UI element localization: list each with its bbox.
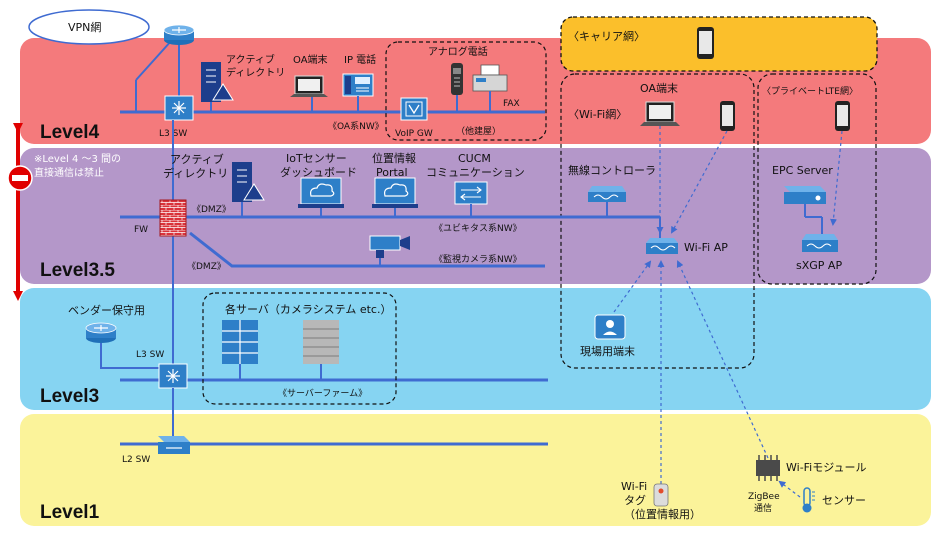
server-rack-icon-2 (303, 320, 339, 364)
dmz-label-2: 《DMZ》 (187, 261, 226, 272)
wifi-smartphone-icon (720, 101, 735, 131)
active-directory-icon-l35 (232, 162, 265, 202)
vendor-router-icon (85, 322, 117, 343)
wifi-tag-label-line1: Wi-Fi (621, 480, 647, 493)
zigbee-label-line2: 通信 (754, 502, 772, 514)
sxgp-label: sXGP AP (796, 259, 842, 272)
l2-switch-icon (158, 436, 190, 454)
portal-label-line1: 位置情報 (372, 151, 416, 165)
vpn-label: VPN網 (68, 20, 101, 34)
voip-gateway-icon (400, 97, 428, 121)
level35-label: Level3.5 (40, 260, 115, 281)
active-directory-icon (201, 62, 234, 102)
server-farm-box (202, 292, 397, 405)
ip-phone-icon (342, 73, 374, 97)
l35-ad-label-line2: ディレクトリ (163, 166, 228, 180)
other-building-label: （他建屋） (456, 125, 501, 137)
level1-band (20, 414, 931, 526)
lte-smartphone-icon (835, 101, 850, 131)
iot-dashboard-icon (298, 177, 344, 208)
controller-label: 無線コントローラ (568, 163, 656, 177)
fax-label: FAX (503, 99, 520, 109)
wireless-controller-icon (588, 186, 626, 202)
l4-ad-label-line2: ディレクトリ (226, 66, 285, 79)
wifi-ap-icon (646, 238, 678, 254)
wifi-tag-label-line2: タグ (624, 493, 646, 507)
level1-label: Level1 (40, 502, 100, 523)
analog-phone-label: アナログ電話 (428, 45, 488, 58)
camera-icon (369, 235, 410, 258)
servers-label: 各サーバ（カメラシステム etc.） (225, 302, 391, 316)
carrier-smartphone-icon (697, 27, 714, 59)
firewall-icon (159, 199, 187, 237)
position-portal-icon (372, 177, 418, 208)
thermometer-icon (802, 487, 815, 513)
site-terminal-icon (594, 314, 626, 340)
dmz-label-1: 《DMZ》 (192, 204, 231, 215)
sensor-label: センサー (822, 494, 866, 507)
router-icon (163, 24, 195, 45)
vpn-bubble (28, 9, 150, 45)
cucm-label-line2: コミュニケーション (426, 166, 525, 179)
wifi-tag-label-line3: （位置情報用） (624, 507, 701, 521)
voip-gw-label: VoIP GW (395, 129, 433, 139)
fw-label: FW (134, 225, 148, 235)
analog-phone-box (385, 41, 547, 141)
level4-label: Level4 (40, 122, 100, 143)
carrier-network-box (560, 16, 878, 72)
wifi-network-box (560, 73, 755, 369)
l3-l3sw-label: L3 SW (136, 350, 164, 360)
level3-band (20, 288, 931, 410)
camera-network-line (189, 231, 545, 268)
cucm-label-line1: CUCM (458, 152, 491, 165)
cucm-icon (454, 181, 488, 205)
site-terminal-label: 現場用端末 (580, 344, 635, 358)
wifi-laptop-icon (640, 101, 680, 126)
camera-nw-label: 《監視カメラ系NW》 (434, 253, 522, 265)
wifi-ap-label: Wi-Fi AP (684, 241, 728, 254)
iot-label-line1: IoTセンサー (286, 152, 347, 165)
epc-label: EPC Server (772, 164, 833, 177)
wifi-title: 〈Wi-Fi網〉 (568, 107, 627, 121)
vendor-label: ベンダー保守用 (68, 303, 145, 317)
l4-ip-phone-label: IP 電話 (344, 53, 376, 66)
no-entry-icon (7, 165, 33, 191)
wifi-oa-terminal-label: OA端末 (640, 81, 678, 95)
wifi-tag-icon (653, 483, 669, 507)
fax-icon (472, 64, 508, 92)
sxgp-ap-icon (802, 234, 838, 252)
warning-text-line2: 直接通信は禁止 (34, 166, 104, 179)
server-rack-icon (222, 320, 258, 364)
l2sw-label: L2 SW (122, 455, 150, 465)
oa-nw-label: 《OA系NW》 (328, 121, 384, 132)
handset-icon (451, 63, 463, 95)
level3-label: Level3 (40, 386, 99, 407)
server-farm-label: 《サーバーファーム》 (278, 388, 367, 399)
lte-network-box (757, 73, 877, 285)
lte-title: 〈プライベートLTE網〉 (762, 85, 858, 97)
portal-label-line2: Portal (376, 166, 408, 179)
warning-text-line1: ※Level 4 〜3 間の (34, 153, 121, 165)
l4-ad-label-line1: アクティブ (226, 53, 275, 66)
l3-switch-icon-level3 (158, 363, 188, 389)
epc-server-icon (784, 186, 826, 204)
ubiq-nw-label: 《ユビキタス系NW》 (434, 223, 522, 234)
wifi-module-label: Wi-Fiモジュール (786, 461, 866, 474)
l4-oa-terminal-label: OA端末 (293, 53, 328, 66)
l3-switch-icon (164, 95, 194, 121)
wifi-module-icon (756, 455, 780, 481)
laptop-icon (290, 75, 328, 97)
zigbee-label-line1: ZigBee (748, 492, 780, 502)
l35-ad-label-line1: アクティブ (170, 152, 224, 166)
carrier-title: 〈キャリア網〉 (568, 29, 645, 43)
iot-label-line2: ダッシュボード (280, 165, 357, 179)
